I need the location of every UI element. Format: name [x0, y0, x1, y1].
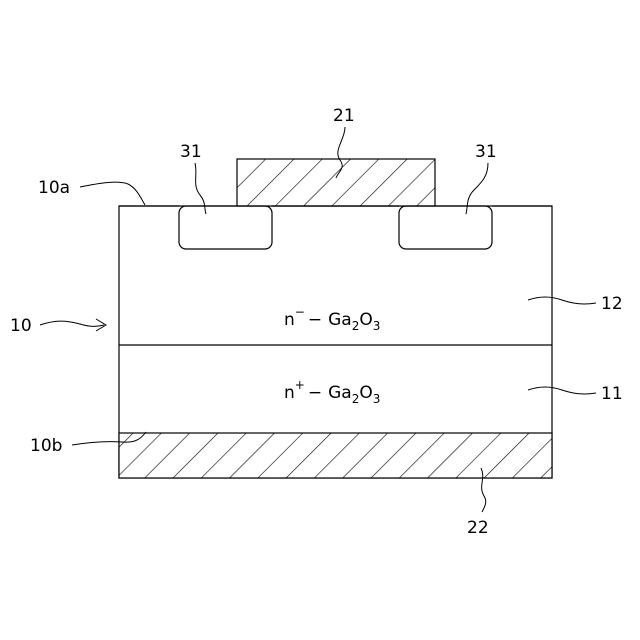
region-31-right [399, 206, 492, 249]
region-31-left [179, 206, 272, 249]
layer-12-sign: − [295, 305, 305, 319]
label-10: 10 [10, 316, 32, 336]
leader-10 [40, 321, 104, 326]
layer-11-dash: − [308, 383, 322, 403]
label-12: 12 [601, 294, 623, 314]
label-21: 21 [333, 106, 355, 126]
layer-12-material: n−−Ga2O3 [284, 305, 380, 333]
layer-12-sub2: 3 [373, 319, 381, 333]
layer-12-dash: − [308, 310, 322, 330]
layer-11-material: n+−Ga2O3 [284, 378, 380, 406]
label-10b: 10b [30, 436, 62, 456]
layer-11-o: O [359, 383, 372, 403]
leader-10a [80, 182, 145, 205]
arrow-10-head [96, 319, 106, 331]
layer-11-sub1: 2 [352, 392, 360, 406]
layer-12-sub1: 2 [352, 319, 360, 333]
layer-11-sub2: 3 [373, 392, 381, 406]
layer-11-sign: + [295, 378, 305, 392]
leader-11 [528, 387, 596, 394]
label-31-right: 31 [475, 142, 497, 162]
back-electrode-22 [119, 433, 552, 478]
top-electrode-21 [237, 159, 435, 206]
label-22: 22 [467, 518, 489, 538]
layer-12-o: O [359, 310, 372, 330]
leader-12 [528, 297, 596, 304]
layer-12-ga: Ga [328, 310, 352, 330]
layer-11-ga: Ga [328, 383, 352, 403]
label-10a: 10a [38, 178, 70, 198]
label-11: 11 [601, 384, 623, 404]
layer-11-carrier: n [284, 383, 295, 403]
layer-12-carrier: n [284, 310, 295, 330]
label-31-left: 31 [180, 142, 202, 162]
